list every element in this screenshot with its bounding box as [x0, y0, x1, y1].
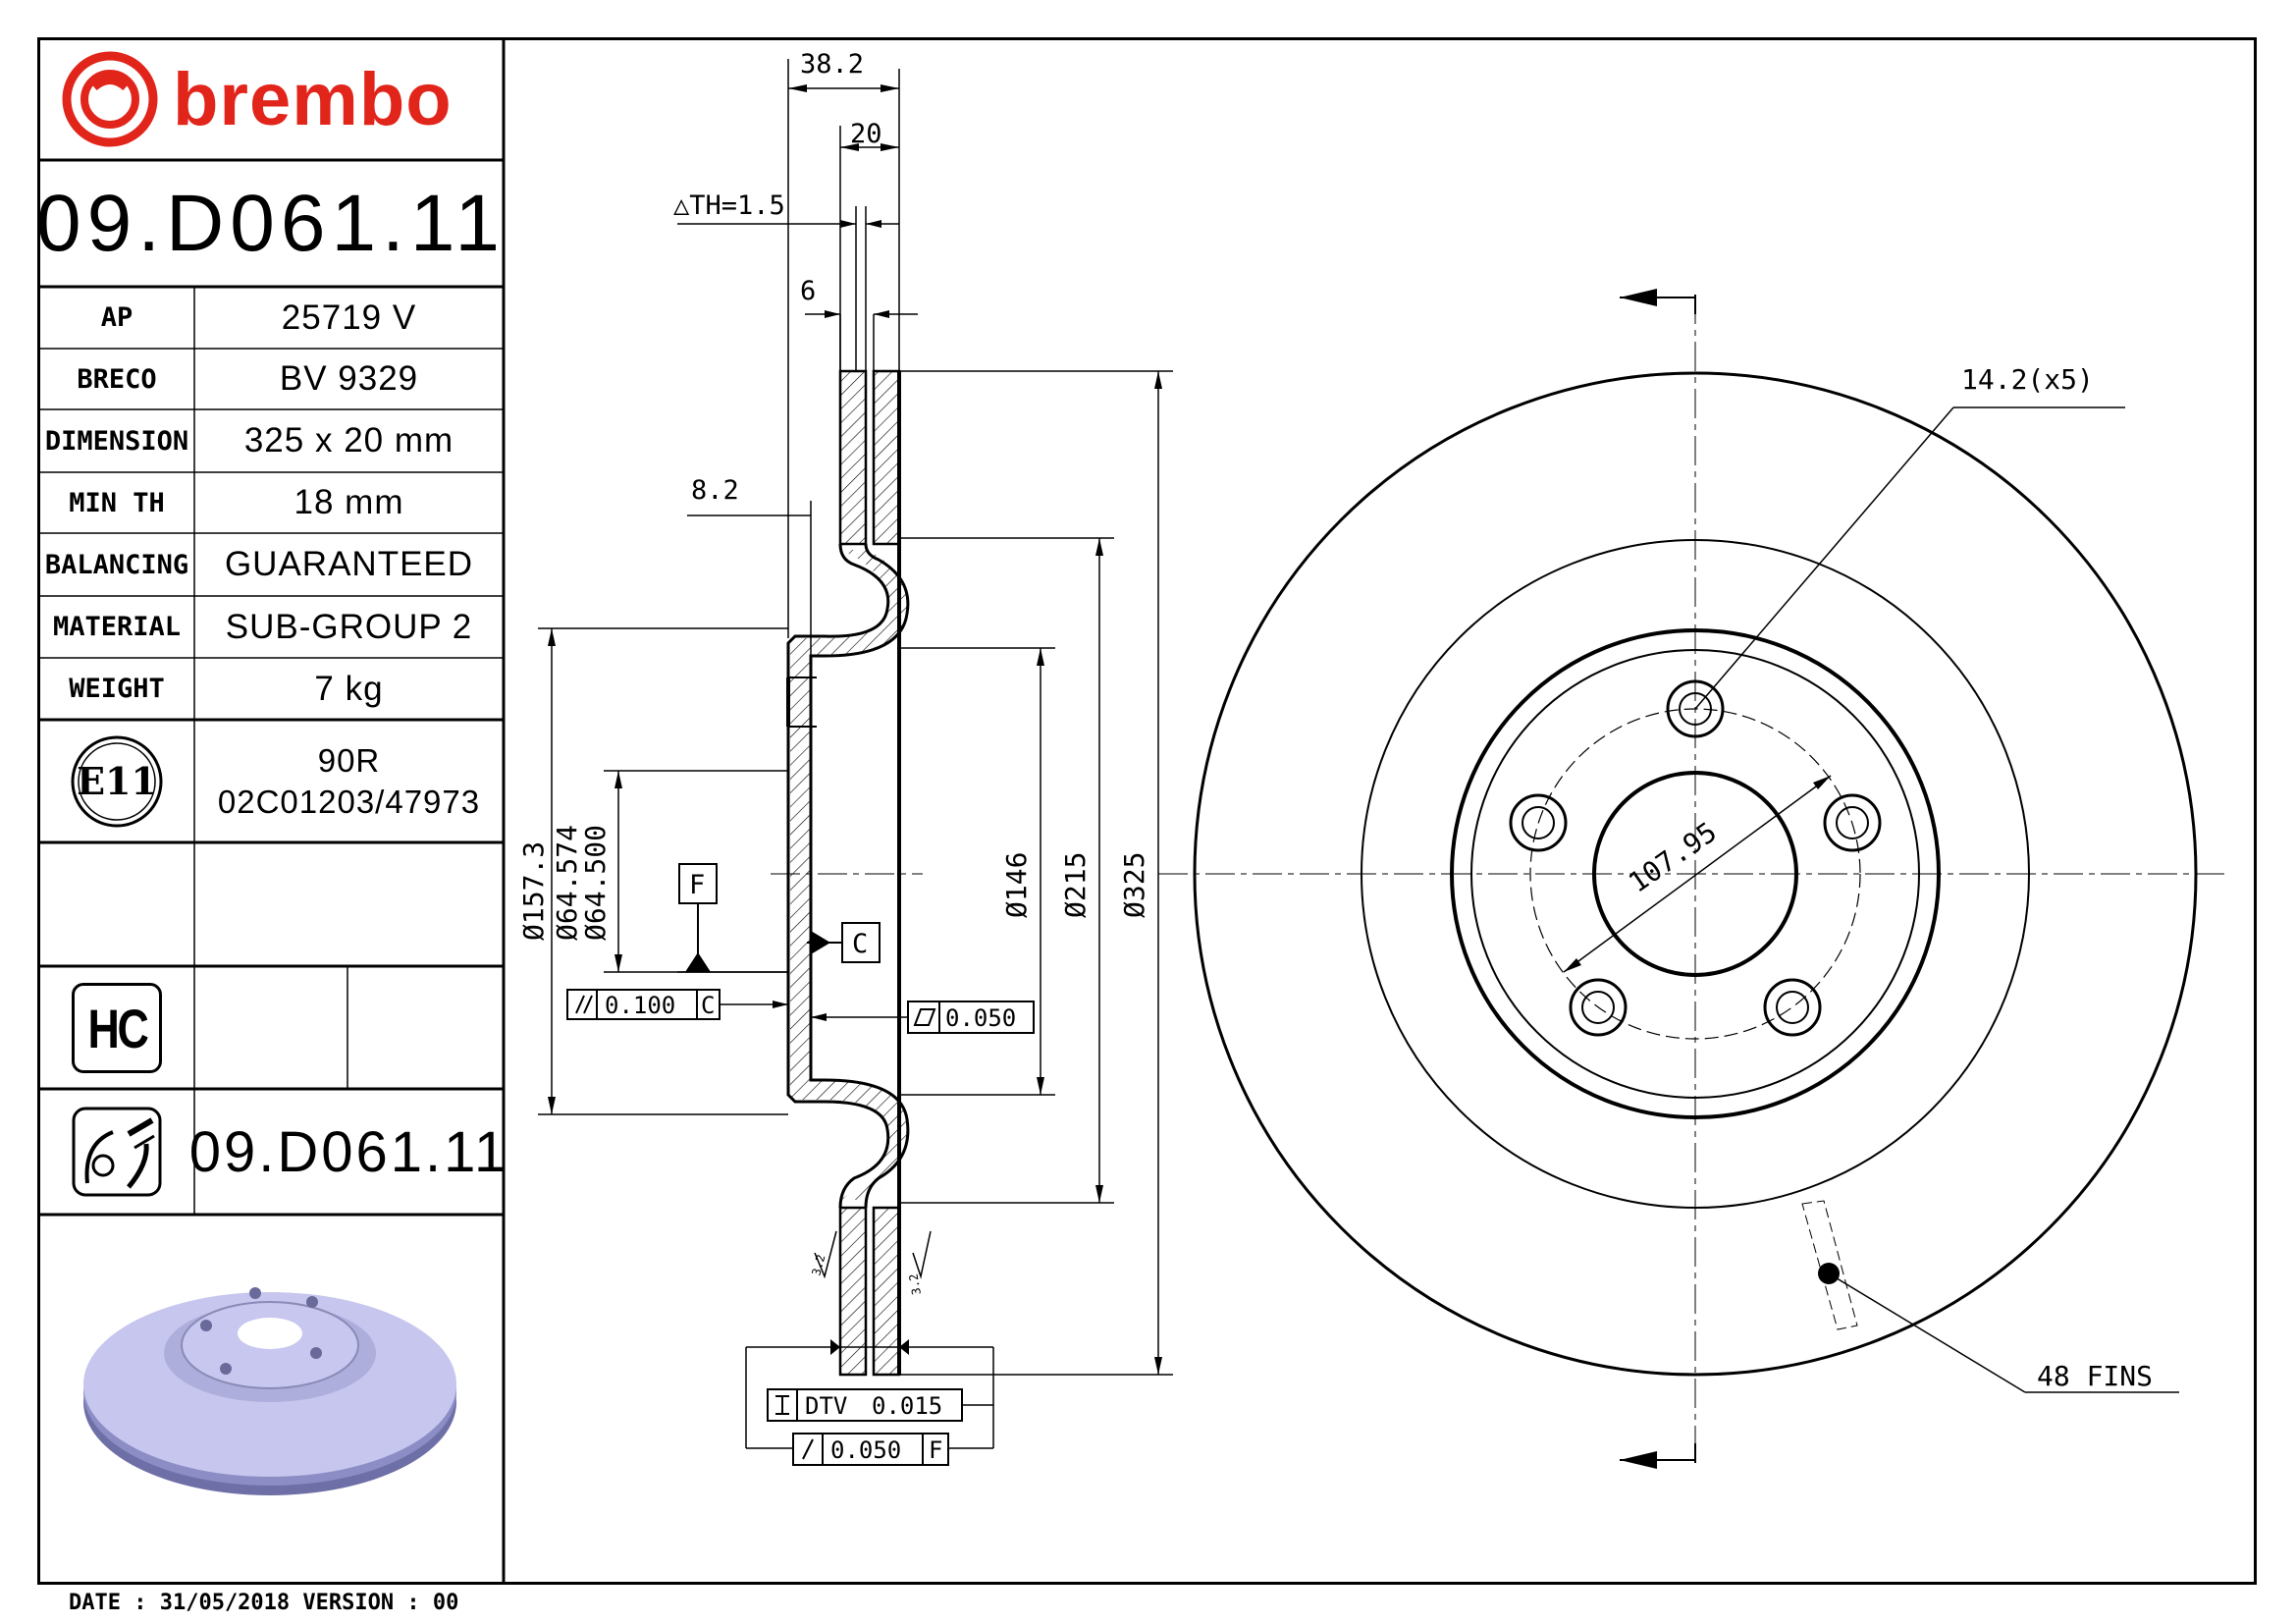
spec-value: 18 mm: [294, 483, 404, 521]
drawing-frame: [37, 37, 2257, 1585]
approval-line1: 90R: [317, 742, 381, 779]
spec-label: WEIGHT: [69, 674, 165, 704]
dim-6: 6: [800, 276, 816, 306]
approval-line2: 02C01203/47973: [217, 784, 481, 820]
svg-text:0.050: 0.050: [830, 1436, 901, 1464]
tolerance-flatness: 0.050: [811, 1001, 1035, 1034]
part-number: 09.D061.11: [36, 179, 506, 268]
svg-text:DTV: DTV: [805, 1392, 847, 1420]
e11-text: E11: [77, 759, 157, 803]
section-view: [771, 369, 923, 1377]
front-view: [1158, 289, 2228, 1469]
hc-badge-box: HC: [72, 983, 162, 1073]
approval-info: 90R 02C01203/47973: [196, 723, 502, 840]
datum-c: C: [807, 922, 881, 963]
disc-type-icon: [41, 1092, 192, 1212]
svg-text:0.100: 0.100: [605, 992, 675, 1019]
svg-text:C: C: [701, 992, 715, 1019]
spec-value: 325 x 20 mm: [243, 421, 454, 460]
rough-right: 3.2: [906, 1272, 924, 1296]
dim-38-2: 38.2: [800, 49, 864, 80]
e11-mark: E11: [41, 723, 192, 840]
svg-text:0.015: 0.015: [872, 1392, 942, 1420]
pcd-dim: 107.95: [1623, 816, 1723, 899]
svg-text:F: F: [689, 870, 705, 900]
spec-label: MATERIAL: [52, 612, 182, 642]
spec-value: BV 9329: [279, 359, 419, 398]
part-number-bottom: 09.D061.11: [188, 1119, 509, 1184]
tolerance-runout: 0.050 F: [746, 1433, 993, 1466]
brand-logo: brembo: [41, 41, 501, 157]
hc-text: HC: [87, 997, 148, 1059]
spec-value: GUARANTEED: [224, 545, 474, 583]
bolt-hole-dim: 14.2(x5): [1961, 363, 2094, 396]
dia-146: Ø146: [1000, 852, 1033, 918]
dim-th: △TH=1.5: [673, 190, 785, 221]
dia-215: Ø215: [1059, 852, 1092, 918]
dia-64-574: Ø64.574: [551, 825, 583, 941]
dia-325: Ø325: [1118, 852, 1150, 918]
dia-157-3: Ø157.3: [517, 841, 550, 941]
spec-label: BALANCING: [44, 549, 189, 580]
dia-64-500: Ø64.500: [579, 825, 612, 941]
bolt-holes: [1509, 679, 1882, 1037]
spec-value: 25719 V: [281, 298, 417, 337]
rough-left: 3.2: [809, 1253, 828, 1277]
svg-text:0.050: 0.050: [945, 1004, 1016, 1032]
svg-text:C: C: [852, 929, 868, 959]
hc-badge: HC: [41, 969, 192, 1087]
dim-20: 20: [850, 119, 882, 149]
disc-3d-rendering: [83, 1287, 456, 1495]
brand-name: brembo: [173, 57, 453, 141]
vented-disc-icon: [72, 1107, 162, 1197]
tolerance-dtv: DTV 0.015: [745, 1339, 994, 1448]
brembo-logo-icon: [62, 51, 158, 147]
e11-circle-icon: E11: [71, 735, 163, 828]
spec-label: BRECO: [77, 363, 157, 395]
spec-label: AP: [100, 302, 133, 333]
date-version: DATE : 31/05/2018 VERSION : 00: [69, 1591, 459, 1615]
spec-label: DIMENSION: [44, 425, 189, 457]
spec-value: SUB-GROUP 2: [225, 607, 473, 646]
dim-8-2: 8.2: [691, 475, 739, 506]
spec-value: 7 kg: [314, 669, 384, 708]
datum-f: F: [677, 863, 788, 973]
fins-count: 48 FINS: [2037, 1360, 2153, 1392]
spec-label: MIN TH: [69, 487, 165, 518]
tolerance-parallel: 0.100 C: [566, 989, 788, 1020]
svg-text:F: F: [929, 1436, 942, 1464]
